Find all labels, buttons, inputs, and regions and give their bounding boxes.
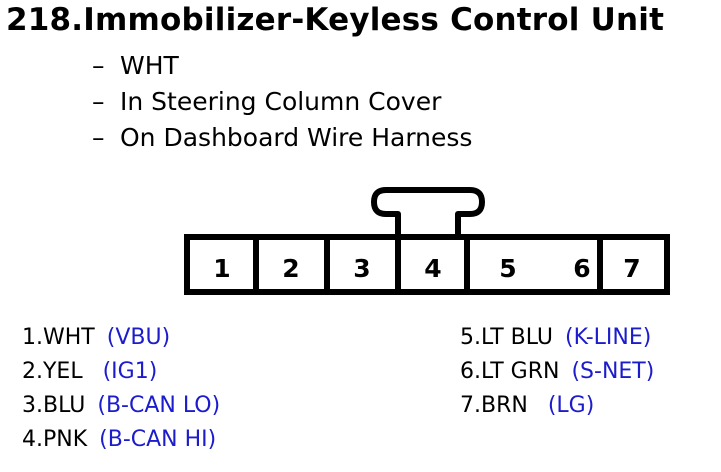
pin-row-3: 3.BLU(B-CAN LO) [22, 393, 221, 418]
pin-number-7: 7 [623, 254, 640, 283]
pin-number-5: 5 [499, 254, 516, 283]
pin-row-6: 6.LT GRN(S-NET) [460, 359, 655, 384]
note-harness: –On Dashboard Wire Harness [92, 123, 473, 152]
pin-number-3: 3 [353, 254, 370, 283]
note-color: –WHT [92, 51, 179, 80]
connector-body [184, 234, 670, 295]
connector-lock-tab [371, 187, 485, 237]
page-title: 218.Immobilizer-Keyless Control Unit [6, 2, 665, 38]
pin-list-left: 1.WHT(VBU) 2.YEL(IG1) 3.BLU(B-CAN LO) 4.… [22, 321, 220, 457]
pin-number-1: 1 [213, 254, 230, 283]
pin-row-1: 1.WHT(VBU) [22, 325, 171, 350]
pin-row-2: 2.YEL(IG1) [22, 359, 158, 384]
pin-number-4: 4 [424, 254, 441, 283]
location-notes: –WHT –In Steering Column Cover –On Dashb… [92, 48, 472, 156]
pin-row-7: 7.BRN(LG) [460, 393, 595, 418]
pin-row-4: 4.PNK(B-CAN HI) [22, 427, 217, 452]
note-location: –In Steering Column Cover [92, 87, 442, 116]
pin-number-2: 2 [282, 254, 299, 283]
pin-row-5: 5.LT BLU(K-LINE) [460, 325, 652, 350]
pin-number-6: 6 [573, 254, 590, 283]
pin-list-right: 5.LT BLU(K-LINE) 6.LT GRN(S-NET) 7.BRN(L… [460, 321, 654, 423]
